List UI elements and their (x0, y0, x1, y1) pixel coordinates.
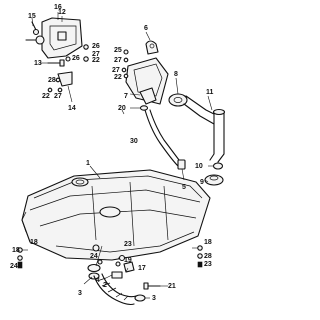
breather-cap-6 (145, 40, 159, 55)
callout-17: 17 (138, 265, 146, 272)
bracket-bolt (25, 35, 45, 45)
callout-12: 12 (58, 9, 66, 16)
callout-18-right: 18 (204, 239, 212, 246)
mount-washer-28-left (17, 255, 23, 261)
callout-14: 14 (68, 105, 76, 112)
callout-labels: 1 2 3 3 4 5 6 7 8 9 10 11 12 13 14 15 16… (10, 4, 214, 302)
pivot-pin (31, 21, 40, 36)
screw-13 (47, 59, 65, 67)
callout-22b: 22 (42, 93, 50, 100)
callout-23-right: 23 (204, 261, 212, 268)
bolt-23-bottom (115, 261, 121, 267)
washer-26a (83, 44, 89, 50)
callout-8: 8 (174, 71, 178, 78)
washer-27a (123, 57, 129, 63)
washer-22a (83, 56, 89, 62)
callout-4: 4 (96, 277, 100, 284)
callout-25: 25 (114, 47, 122, 54)
callout-2: 2 (103, 282, 107, 289)
callout-3b: 3 (152, 295, 156, 302)
callout-28-top: 28 (48, 77, 56, 84)
washer-27b (121, 67, 127, 73)
fuel-hose-4 (93, 273, 137, 306)
callout-28-right: 28 (204, 253, 212, 260)
fuel-tank-exploded-diagram: 1 2 3 3 4 5 6 7 8 9 10 11 12 13 14 15 16… (10, 4, 226, 306)
callout-22c: 22 (114, 74, 122, 81)
hose-clip-5 (177, 159, 186, 170)
parts-diagram-page: 1 2 3 3 4 5 6 7 8 9 10 11 12 13 14 15 16… (10, 4, 226, 306)
bolt-21 (143, 282, 161, 290)
mount-washer-28-right (197, 253, 203, 259)
callout-27a: 27 (114, 57, 122, 64)
callout-20: 20 (118, 105, 126, 112)
callout-18-mid: 18 (30, 239, 38, 246)
grommet-9 (204, 174, 224, 186)
washer-25 (123, 49, 129, 55)
callout-9: 9 (200, 179, 204, 186)
drain-plug (92, 244, 100, 252)
grommet-20 (139, 105, 149, 111)
washer-26b (65, 56, 71, 62)
callout-23-bottom: 23 (124, 241, 132, 248)
hose-clip-10 (212, 162, 224, 170)
callout-24-bottom: 24 (90, 253, 98, 260)
mount-nut-23-right (197, 261, 203, 268)
washer-27-top (57, 87, 63, 93)
callout-27-top: 27 (54, 93, 62, 100)
callout-16: 16 (54, 4, 62, 11)
callout-18-left: 18 (12, 247, 20, 254)
callout-3a: 3 (78, 290, 82, 297)
callout-27c: 27 (92, 51, 100, 58)
washer-28-top (55, 77, 61, 83)
callout-30: 30 (130, 138, 138, 145)
hose-clamp-3b (134, 294, 146, 302)
callout-22a: 22 (92, 57, 100, 64)
fuel-tank-1 (21, 169, 211, 261)
callout-6: 6 (144, 25, 148, 32)
callout-5: 5 (182, 184, 186, 191)
callout-10: 10 (195, 163, 203, 170)
bolt-24-bottom (97, 259, 103, 265)
clamp-17 (123, 261, 135, 273)
filler-housing (125, 57, 169, 105)
callout-27b: 27 (112, 67, 120, 74)
callout-26a: 26 (92, 43, 100, 50)
clip-4 (111, 271, 123, 279)
callout-24-left: 24 (10, 263, 18, 270)
callout-19: 19 (124, 257, 132, 264)
callout-7: 7 (124, 93, 128, 100)
callout-1: 1 (86, 160, 90, 167)
leader-lines (22, 12, 213, 299)
callout-11: 11 (206, 89, 214, 96)
breather-hose-30 (144, 109, 183, 167)
filler-lid-bracket (41, 17, 83, 59)
callout-26b: 26 (72, 55, 80, 62)
mount-washer-18-right (197, 245, 203, 251)
mount-bolt-24-left (17, 261, 23, 269)
stay-bracket-14 (57, 71, 73, 87)
callout-21: 21 (168, 283, 176, 290)
hose-joint-2 (87, 263, 101, 273)
washer-22b (47, 87, 53, 93)
washer-22c (123, 73, 129, 79)
filler-pipe-11 (183, 95, 226, 163)
callout-15: 15 (28, 13, 36, 20)
clip-7 (139, 87, 157, 105)
callout-13: 13 (34, 60, 42, 67)
